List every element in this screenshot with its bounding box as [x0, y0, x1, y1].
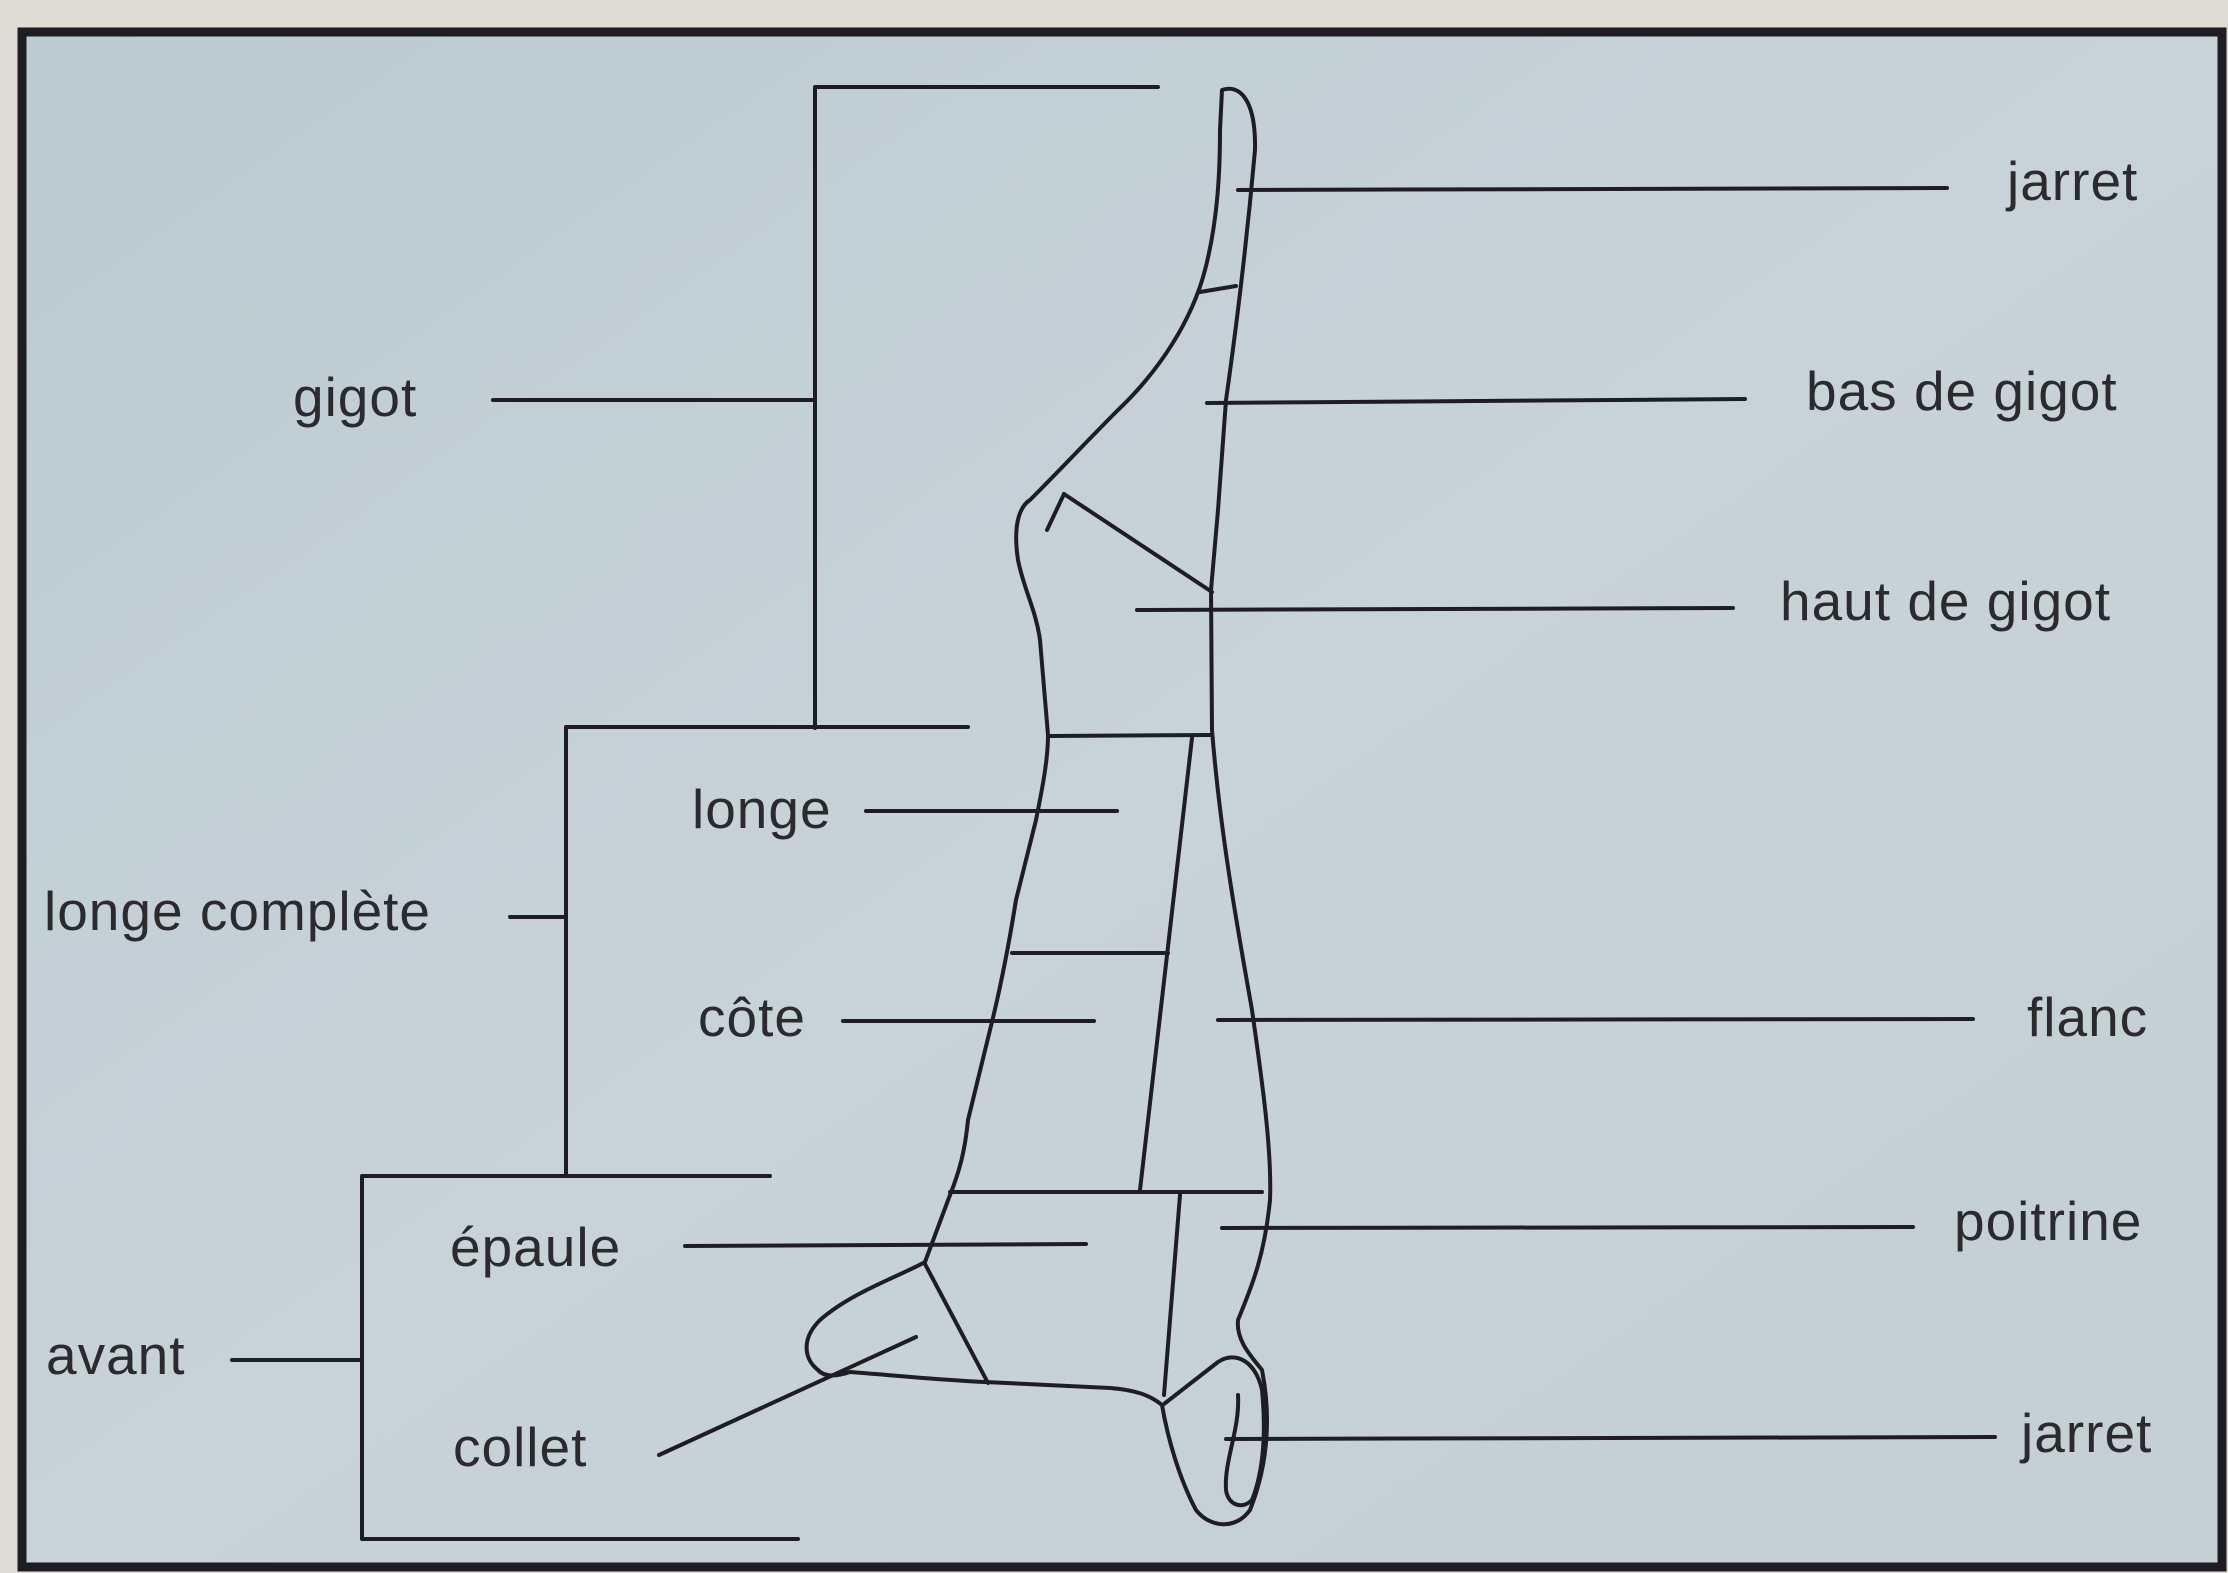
label-gigot: gigot: [293, 366, 417, 428]
label-poitrine: poitrine: [1954, 1190, 2142, 1252]
label-cote: côte: [698, 986, 806, 1048]
label-jarret-bottom: jarret: [2019, 1402, 2152, 1464]
diagram-frame: [22, 32, 2222, 1567]
label-haut-de-gigot: haut de gigot: [1780, 570, 2111, 632]
leader-haut-de-gigot: [1137, 608, 1733, 610]
label-flanc: flanc: [2027, 986, 2148, 1048]
label-avant: avant: [46, 1324, 186, 1386]
cut-line-gigot-longe: [1049, 735, 1210, 736]
leader-flanc: [1218, 1019, 1973, 1020]
leader-jarret-top: [1238, 188, 1947, 190]
leader-poitrine: [1222, 1227, 1913, 1228]
leader-epaule: [685, 1244, 1086, 1246]
label-collet: collet: [453, 1416, 587, 1478]
label-longe-complete: longe complète: [44, 880, 431, 942]
leader-jarret-bottom: [1226, 1437, 1995, 1439]
label-jarret-top: jarret: [2005, 150, 2138, 212]
label-bas-de-gigot: bas de gigot: [1806, 360, 2118, 422]
label-longe: longe: [692, 778, 832, 840]
label-epaule: épaule: [450, 1216, 621, 1278]
